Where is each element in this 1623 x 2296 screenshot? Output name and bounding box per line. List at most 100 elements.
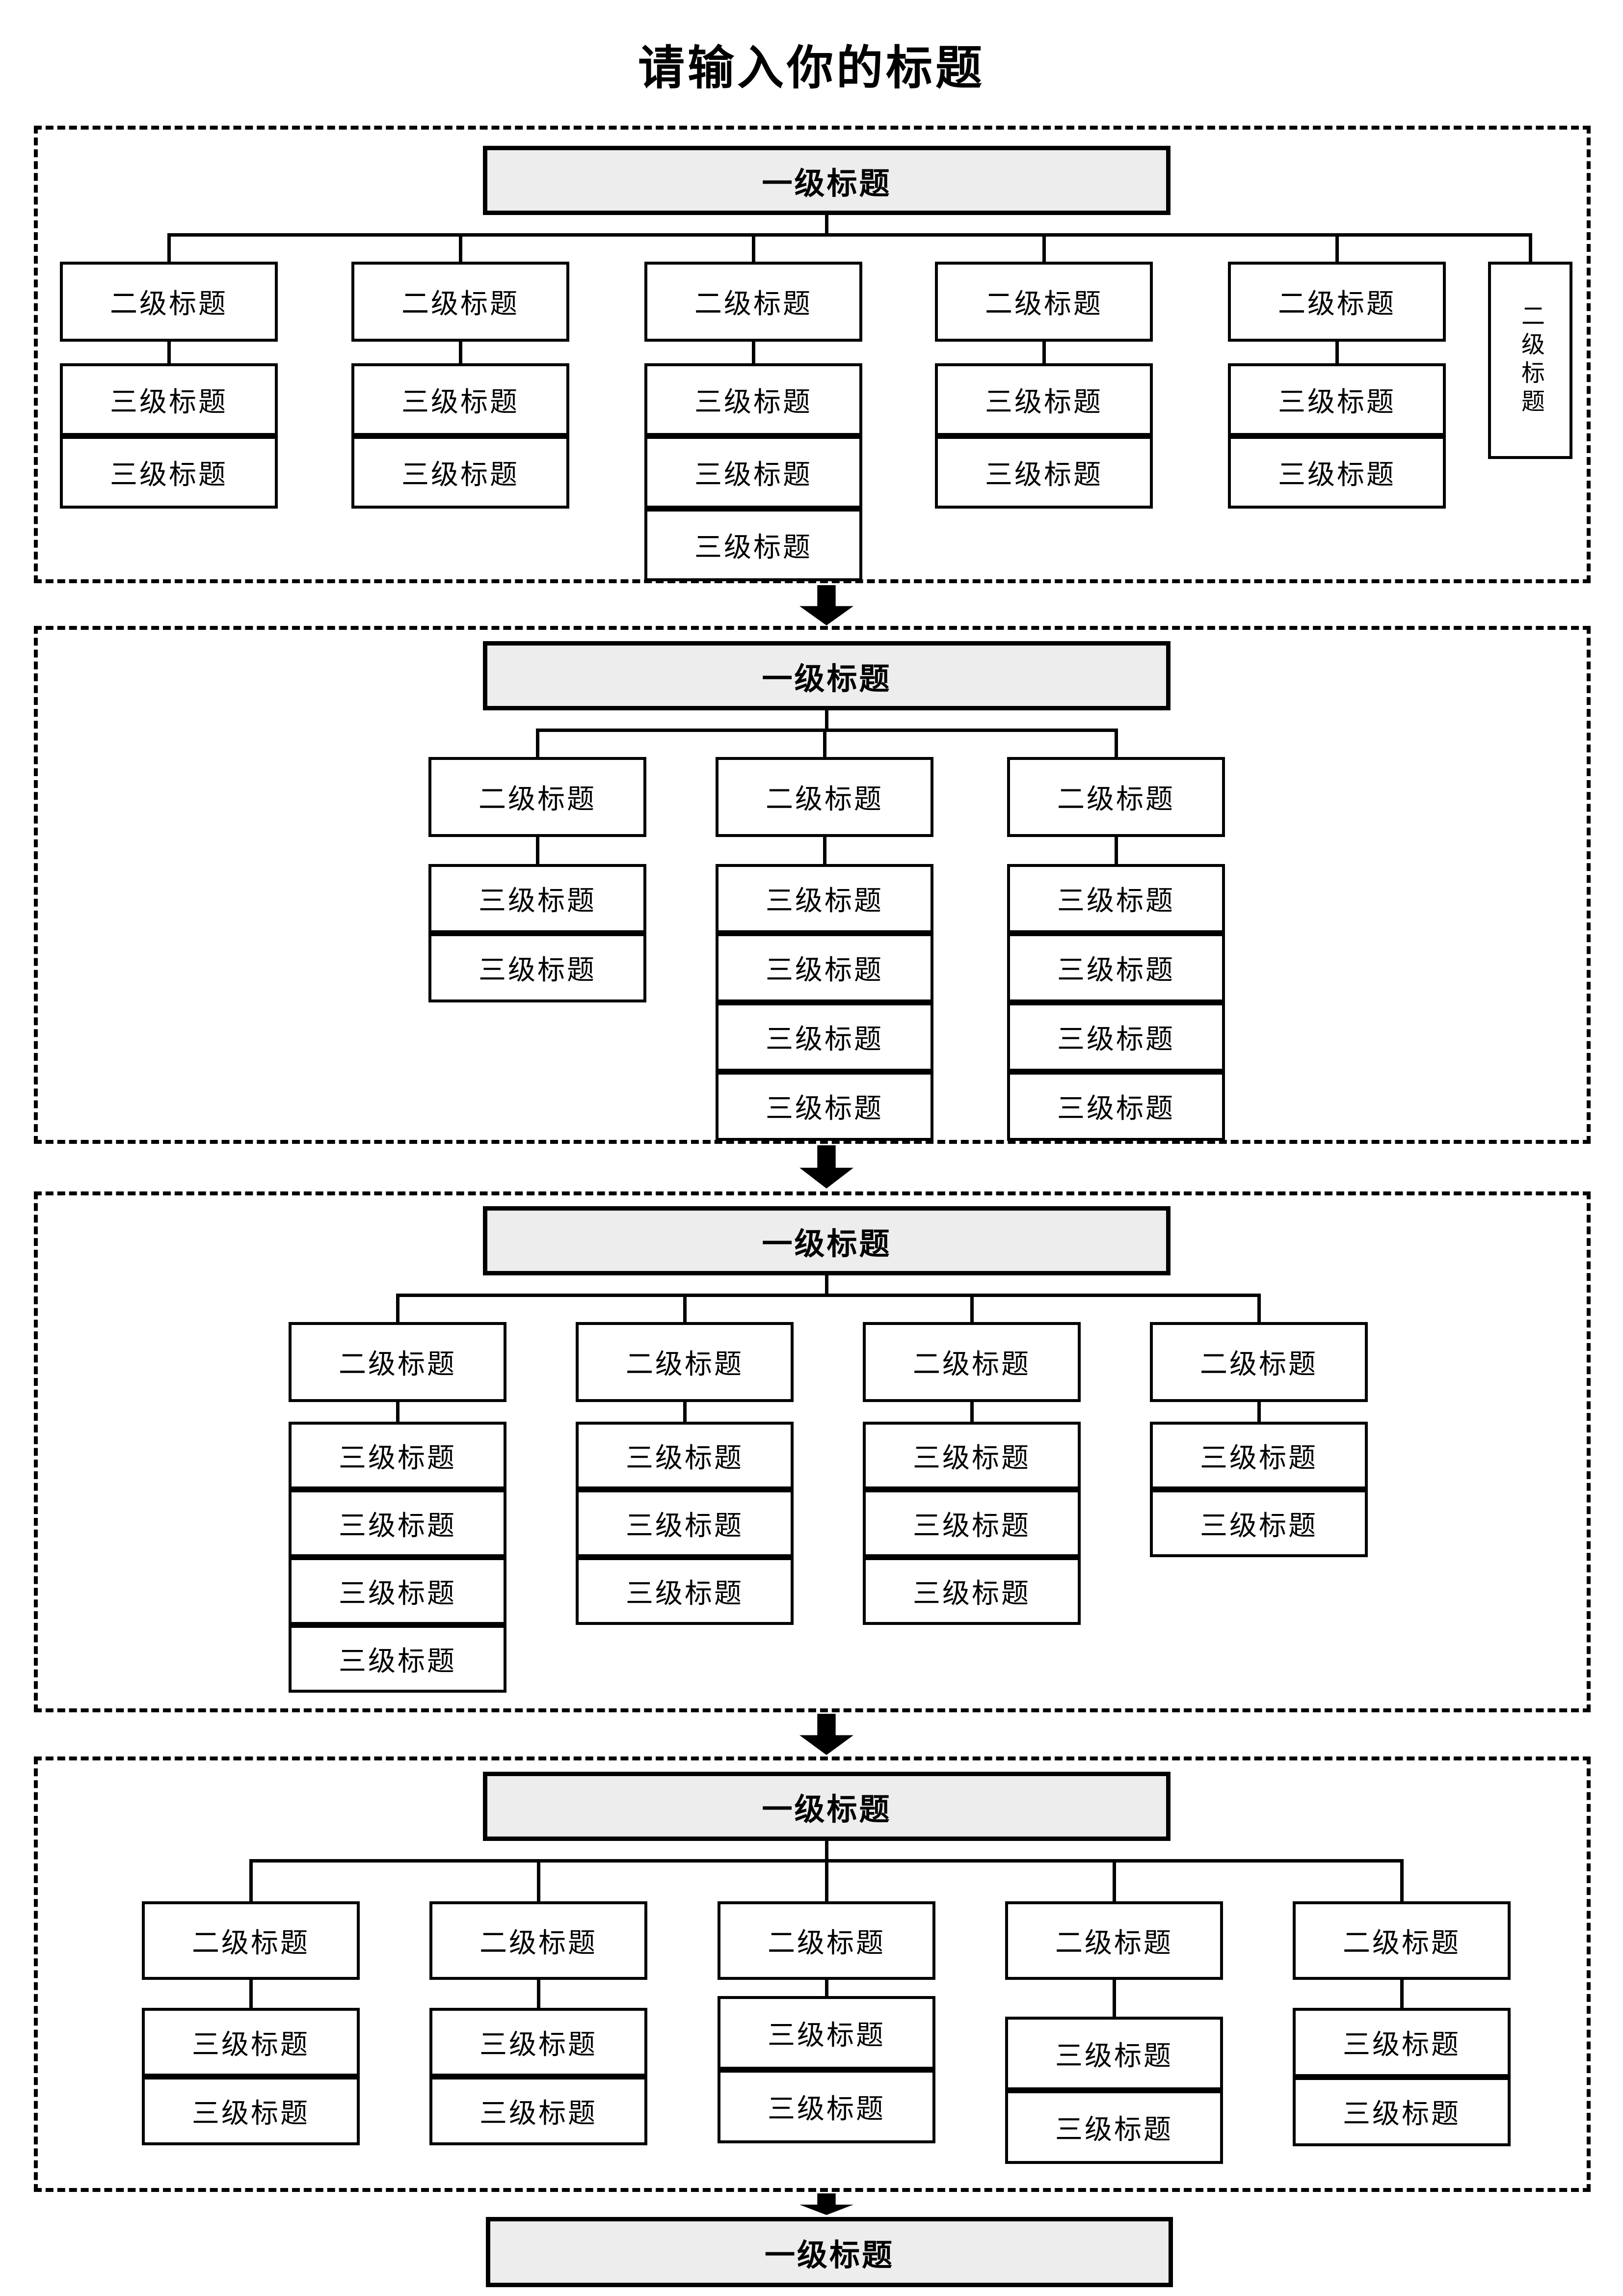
level3-box: 三级标题 <box>429 2008 647 2077</box>
level3-box: 三级标题 <box>428 864 646 933</box>
connector-line <box>458 342 462 365</box>
connector-line <box>396 1402 399 1424</box>
level3-box: 三级标题 <box>429 2077 647 2145</box>
level2-box: 二级标题 <box>644 262 862 342</box>
connector-line <box>970 1294 974 1324</box>
connector-line <box>396 1294 1261 1297</box>
connector-line <box>1042 233 1046 264</box>
level2-box: 二级标题 <box>289 1322 506 1402</box>
level2-box: 二级标题 <box>60 262 278 342</box>
level3-box: 三级标题 <box>289 1557 506 1625</box>
level3-box: 三级标题 <box>716 1072 933 1141</box>
connector-line <box>825 215 828 237</box>
level2-box: 二级标题 <box>718 1901 935 1980</box>
level3-box: 三级标题 <box>1150 1489 1368 1557</box>
level3-box: 三级标题 <box>718 1996 935 2070</box>
connector-line <box>396 1294 399 1324</box>
level2-box: 二级标题 <box>1150 1322 1368 1402</box>
connector-line <box>535 729 1118 732</box>
level3-box: 三级标题 <box>351 436 569 509</box>
level3-box: 三级标题 <box>644 509 862 581</box>
level2-box: 二级标题 <box>142 1901 360 1980</box>
level2-box: 二级标题 <box>863 1322 1081 1402</box>
level1-box: 一级标题 <box>483 146 1171 215</box>
level3-box: 三级标题 <box>863 1489 1081 1557</box>
level2-box: 二级标题 <box>716 757 933 837</box>
level3-box: 三级标题 <box>289 1422 506 1489</box>
section-container <box>34 1191 1591 1712</box>
connector-line <box>249 1859 253 1903</box>
level2-box: 二级标题 <box>429 1901 647 1980</box>
down-arrow <box>799 585 853 625</box>
level3-box: 三级标题 <box>1007 864 1225 933</box>
level3-box: 三级标题 <box>935 436 1153 509</box>
connector-line <box>458 233 462 264</box>
level3-box: 三级标题 <box>142 2077 360 2145</box>
section-container <box>34 626 1591 1144</box>
level2-box: 二级标题 <box>351 262 569 342</box>
connector-line <box>1257 1294 1261 1324</box>
level3-box: 三级标题 <box>644 436 862 509</box>
connector-line <box>823 837 826 866</box>
level3-box: 三级标题 <box>576 1557 794 1625</box>
level3-box: 三级标题 <box>1293 2077 1511 2146</box>
level3-box: 三级标题 <box>1293 2008 1511 2077</box>
connector-line <box>1400 1859 1404 1903</box>
connector-line <box>1042 342 1046 365</box>
connector-line <box>1400 1980 1404 2010</box>
connector-line <box>1257 1402 1261 1424</box>
level3-box: 三级标题 <box>142 2008 360 2077</box>
level3-box: 三级标题 <box>60 363 278 436</box>
level3-box: 三级标题 <box>863 1422 1081 1489</box>
page-title: 请输入你的标题 <box>638 42 985 94</box>
connector-line <box>536 1859 540 1903</box>
level3-box: 三级标题 <box>1228 436 1446 509</box>
connector-line <box>535 837 539 866</box>
connector-line <box>1112 1859 1116 1903</box>
connector-line <box>823 729 826 759</box>
connector-line <box>249 1980 253 2010</box>
section-container <box>34 1756 1591 2192</box>
down-arrow <box>799 2193 853 2215</box>
connector-line <box>825 1980 828 1998</box>
level3-box: 三级标题 <box>1005 2090 1223 2164</box>
level2-box: 二级标题 <box>1228 262 1446 342</box>
connector-line <box>683 1294 687 1324</box>
level3-box: 三级标题 <box>716 864 933 933</box>
level3-box: 三级标题 <box>1007 933 1225 1002</box>
level3-box: 三级标题 <box>1007 1072 1225 1141</box>
footer-level1-box: 一级标题 <box>486 2217 1173 2287</box>
connector-line <box>536 1980 540 2010</box>
level3-box: 三级标题 <box>289 1625 506 1693</box>
connector-line <box>1335 233 1339 264</box>
connector-line <box>1114 729 1118 759</box>
connector-line <box>751 233 755 264</box>
connector-line <box>167 233 1532 237</box>
connector-line <box>825 710 828 732</box>
connector-line <box>970 1402 974 1424</box>
level3-box: 三级标题 <box>576 1489 794 1557</box>
connector-line <box>825 1841 828 1863</box>
level2-box: 二级标题 <box>576 1322 794 1402</box>
level1-box: 一级标题 <box>483 1772 1171 1841</box>
connector-line <box>825 1275 828 1297</box>
connector-line <box>1335 342 1339 365</box>
connector-line <box>751 342 755 365</box>
level2-box: 二级标题 <box>1007 757 1225 837</box>
connector-line <box>1114 837 1118 866</box>
level3-box: 三级标题 <box>644 363 862 436</box>
level2-box: 二级标题 <box>1293 1901 1511 1980</box>
level3-box: 三级标题 <box>716 933 933 1002</box>
level3-box: 三级标题 <box>718 2070 935 2143</box>
down-arrow <box>799 1145 853 1189</box>
level2-box: 二级标题 <box>1005 1901 1223 1980</box>
connector-line <box>1528 233 1532 264</box>
connector-line <box>825 1859 828 1903</box>
level3-box: 三级标题 <box>1005 2017 1223 2090</box>
connector-line <box>1112 1980 1116 2019</box>
down-arrow <box>799 1714 853 1755</box>
level3-box: 三级标题 <box>576 1422 794 1489</box>
level3-box: 三级标题 <box>935 363 1153 436</box>
section-container <box>34 126 1591 583</box>
